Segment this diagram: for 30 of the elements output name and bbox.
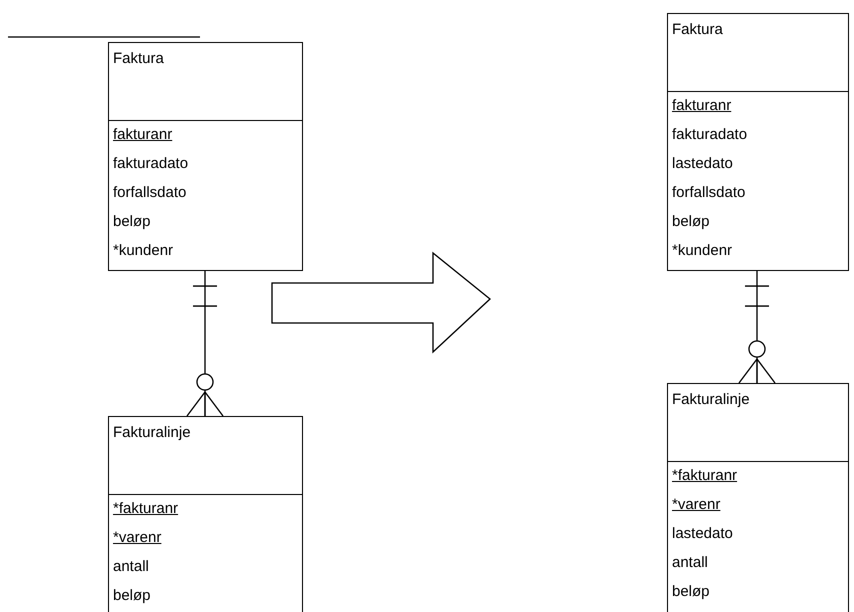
attribute: antall: [672, 554, 708, 572]
attribute: lastedato: [672, 155, 733, 173]
attribute: forfallsdato: [113, 184, 186, 202]
entity-name: Fakturalinje: [672, 391, 750, 409]
entity-name: Faktura: [113, 50, 164, 68]
relationship-line: [186, 271, 224, 417]
entity-box: [667, 13, 849, 271]
attribute: forfallsdato: [672, 184, 746, 202]
attribute: beløp: [672, 213, 710, 231]
attribute: lastedato: [672, 525, 733, 543]
key-attribute: *varenr: [672, 496, 720, 514]
key-attribute: fakturanr: [113, 126, 172, 144]
attribute: beløp: [113, 587, 151, 605]
key-attribute: *fakturanr: [113, 500, 178, 518]
attribute: beløp: [113, 213, 151, 231]
attribute: beløp: [672, 583, 710, 601]
entity-name: Faktura: [672, 21, 723, 39]
key-attribute: *fakturanr: [672, 467, 738, 485]
attribute: *kundenr: [113, 242, 174, 260]
attribute: antall: [113, 558, 149, 576]
entity-box: [108, 42, 303, 271]
attribute: fakturadato: [672, 126, 748, 144]
attribute: fakturadato: [113, 155, 188, 173]
entity-box: [667, 383, 849, 612]
relationship-line: [738, 271, 776, 384]
entity-name: Fakturalinje: [113, 424, 191, 442]
key-attribute: fakturanr: [672, 97, 732, 115]
entity-box: [108, 416, 303, 612]
attribute: *kundenr: [672, 242, 732, 260]
key-attribute: *varenr: [113, 529, 162, 547]
